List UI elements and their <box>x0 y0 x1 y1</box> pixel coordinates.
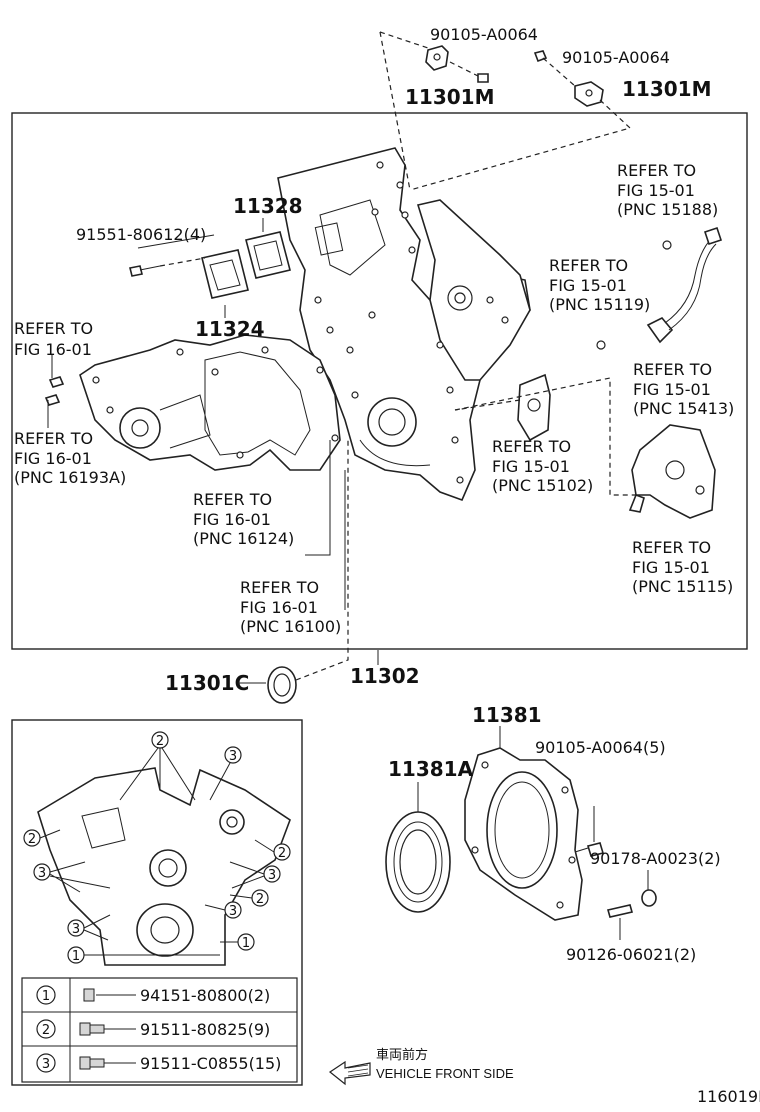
oil-seal-11301c[interactable] <box>267 666 297 704</box>
oil-strainer-pipe[interactable] <box>596 226 723 350</box>
refer-15115-line3: (PNC 15115) <box>632 577 733 596</box>
refer-16-top-line2: FIG 16-01 <box>14 340 92 359</box>
crank-position-sensor-right[interactable] <box>533 50 604 107</box>
gasket-11328[interactable] <box>245 231 291 279</box>
refer-15188-line3: (PNC 15188) <box>617 200 718 219</box>
refer-15188-line2: FIG 15-01 <box>617 181 695 200</box>
legend-part-3: 91511-C0855(15) <box>140 1054 281 1073</box>
legend-row-3: 3 91511-C0855(15) <box>36 1053 281 1073</box>
refer-15115-line2: FIG 15-01 <box>632 558 710 577</box>
timing-chain-cover[interactable] <box>277 147 531 502</box>
callout-11301c: 11301C <box>165 671 249 695</box>
water-pump-assembly[interactable] <box>79 334 341 471</box>
marker-3-d: 3 <box>229 904 237 919</box>
callout-91551: 91551-80612(4) <box>76 225 206 244</box>
marker-1-a: 1 <box>242 936 250 951</box>
gasket-11324[interactable] <box>201 249 249 299</box>
refer-16-top-line1: REFER TO <box>14 319 93 338</box>
bolt-91551[interactable] <box>129 265 161 277</box>
callout-90126: 90126-06021(2) <box>566 945 696 964</box>
legend-part-2: 91511-80825(9) <box>140 1020 270 1039</box>
direction-label-jp: 車両前方 <box>376 1047 428 1062</box>
marker-2-a: 2 <box>156 734 164 749</box>
callout-90178: 90178-A0023(2) <box>590 849 721 868</box>
detail-markers: 2 3 2 3 2 3 2 3 3 1 1 <box>23 731 291 964</box>
marker-2-d: 2 <box>256 892 264 907</box>
legend-key-3: 3 <box>42 1057 50 1072</box>
callout-11328: 11328 <box>233 194 303 218</box>
refer-16124-line3: (PNC 16124) <box>193 529 294 548</box>
refer-15188-line1: REFER TO <box>617 161 696 180</box>
callout-90105-top: 90105-A0064 <box>430 25 538 44</box>
refer-15102-line2: FIG 15-01 <box>492 457 570 476</box>
refer-16193a-line3: (PNC 16193A) <box>14 468 126 487</box>
bolt-icon <box>83 988 95 1002</box>
refer-16124-line1: REFER TO <box>193 490 272 509</box>
stud-bolts-16-01[interactable] <box>44 376 65 406</box>
figure-id: 116019B <box>697 1087 760 1106</box>
bolt-icon <box>79 1022 91 1036</box>
bolt-legend-table: 1 94151-80800(2) 2 91511-80825(9) 3 9151… <box>21 977 298 1083</box>
bolt-icon <box>79 1056 91 1070</box>
refer-15119-line1: REFER TO <box>549 256 628 275</box>
assembly-frame <box>11 112 748 650</box>
marker-2-b: 2 <box>28 832 36 847</box>
refer-16193a-line1: REFER TO <box>14 429 93 448</box>
refer-15119-line2: FIG 15-01 <box>549 276 627 295</box>
marker-3-b: 3 <box>38 866 46 881</box>
callout-11301m-right: 11301M <box>622 77 711 101</box>
marker-2-c: 2 <box>278 846 286 861</box>
oil-pump-cover[interactable] <box>628 424 716 519</box>
refer-15119-line3: (PNC 15119) <box>549 295 650 314</box>
oil-seal-11381a[interactable] <box>385 811 451 913</box>
refer-15413-line2: FIG 15-01 <box>633 380 711 399</box>
detail-frame <box>11 719 303 1086</box>
callout-90105-right: 90105-A0064 <box>562 48 670 67</box>
legend-key-1: 1 <box>42 989 50 1004</box>
refer-16100-line1: REFER TO <box>240 578 319 597</box>
oil-pump-rotor[interactable] <box>517 373 551 442</box>
callout-11302: 11302 <box>350 664 420 688</box>
nut-90178[interactable] <box>641 889 657 907</box>
refer-15413-line3: (PNC 15413) <box>633 399 734 418</box>
oil-seal-retainer-11381[interactable] <box>464 747 583 921</box>
refer-16100-line2: FIG 16-01 <box>240 598 318 617</box>
callout-90105-5: 90105-A0064(5) <box>535 738 666 757</box>
callout-11301m-left: 11301M <box>405 85 494 109</box>
refer-15115-line1: REFER TO <box>632 538 711 557</box>
bolt-layout-cover <box>37 767 291 966</box>
refer-16124-line2: FIG 16-01 <box>193 510 271 529</box>
refer-16193a-line2: FIG 16-01 <box>14 449 92 468</box>
refer-15102-line3: (PNC 15102) <box>492 476 593 495</box>
callout-11381a: 11381A <box>388 757 474 781</box>
legend-key-2: 2 <box>42 1023 50 1038</box>
marker-3-c: 3 <box>268 868 276 883</box>
marker-1-b: 1 <box>72 949 80 964</box>
refer-15413-line1: REFER TO <box>633 360 712 379</box>
direction-label-en: VEHICLE FRONT SIDE <box>376 1066 514 1081</box>
marker-3-a: 3 <box>229 749 237 764</box>
legend-row-2: 2 91511-80825(9) <box>36 1019 270 1039</box>
stud-90126[interactable] <box>606 904 634 918</box>
crank-position-sensor-left[interactable] <box>425 45 489 83</box>
legend-part-1: 94151-80800(2) <box>140 986 270 1005</box>
marker-3-e: 3 <box>72 922 80 937</box>
bolt-90105-a0064-5[interactable] <box>574 842 605 857</box>
legend-row-1: 1 94151-80800(2) <box>36 985 270 1005</box>
callout-11381: 11381 <box>472 703 542 727</box>
refer-15102-line1: REFER TO <box>492 437 571 456</box>
front-direction-arrow-icon <box>328 1060 371 1086</box>
callout-11324: 11324 <box>195 317 265 341</box>
refer-16100-line3: (PNC 16100) <box>240 617 341 636</box>
